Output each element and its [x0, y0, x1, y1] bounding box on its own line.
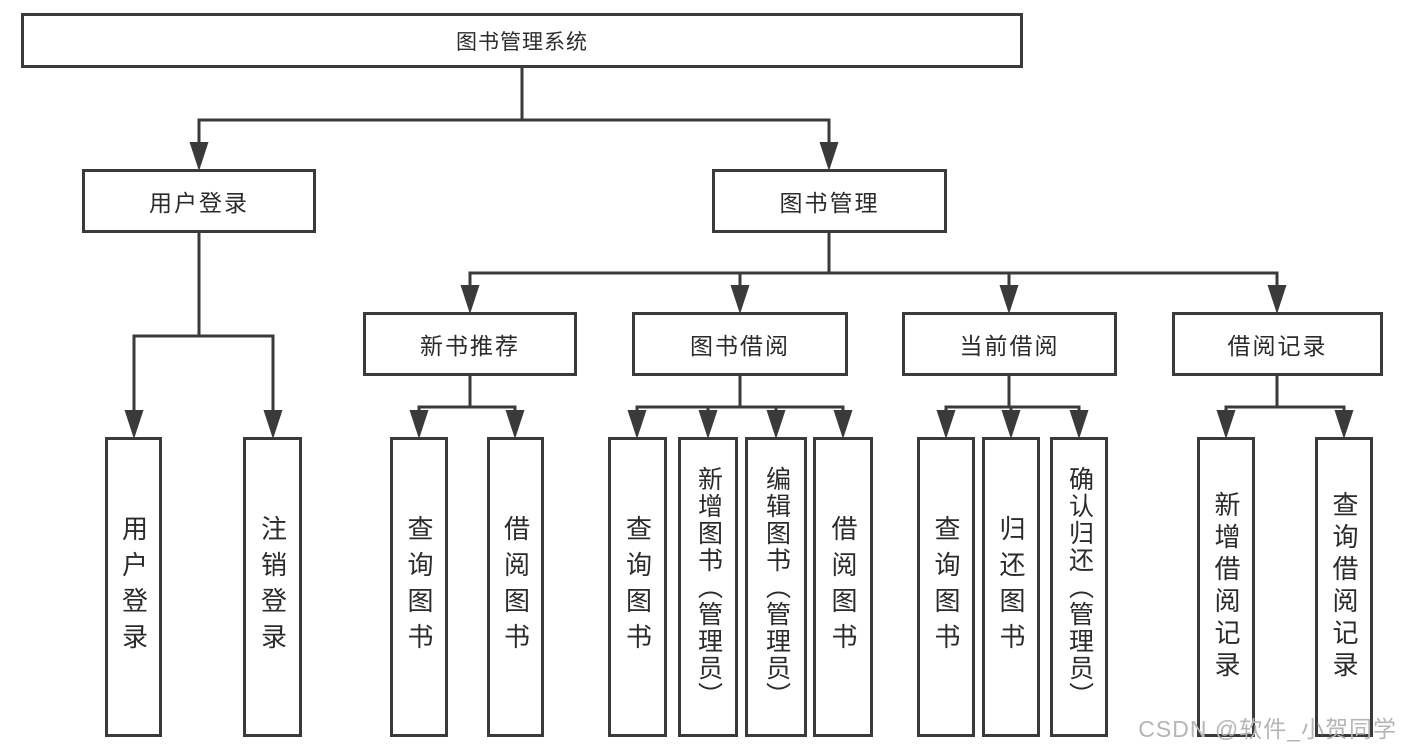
node-logout-action: 注销登录 [243, 437, 302, 737]
node-book-management: 图书管理 [712, 169, 947, 233]
node-query-borrow-record: 查询借阅记录 [1315, 437, 1373, 737]
node-query-books-current: 查询图书 [917, 437, 975, 737]
node-label: 新增图书（管理员） [694, 465, 723, 709]
node-query-books-borrowing: 查询图书 [608, 437, 667, 737]
node-borrowing-records: 借阅记录 [1172, 312, 1383, 376]
node-label: 查询借阅记录 [1329, 491, 1359, 683]
node-current-borrowing: 当前借阅 [902, 312, 1117, 376]
node-label: 查询图书 [404, 515, 434, 659]
node-borrow-books-recommend: 借阅图书 [487, 437, 544, 737]
node-return-books: 归还图书 [982, 437, 1040, 737]
node-label: 新增借阅记录 [1211, 491, 1241, 683]
node-label: 用户登录 [118, 515, 149, 659]
node-label: 借阅图书 [828, 515, 858, 659]
node-book-borrowing: 图书借阅 [632, 312, 848, 376]
node-query-books-recommend: 查询图书 [390, 437, 448, 737]
node-label: 确认归还（管理员） [1065, 465, 1094, 709]
watermark: CSDN @软件_小贺同学 [1138, 716, 1397, 742]
node-label: 查询图书 [931, 515, 961, 659]
node-edit-books-admin: 编辑图书（管理员） [745, 437, 807, 737]
node-label: 编辑图书（管理员） [762, 465, 791, 709]
node-user-login-action: 用户登录 [105, 437, 162, 737]
node-add-borrow-record: 新增借阅记录 [1197, 437, 1255, 737]
node-borrow-books: 借阅图书 [813, 437, 873, 737]
node-add-books-admin: 新增图书（管理员） [678, 437, 738, 737]
node-new-book-recommend: 新书推荐 [363, 312, 577, 376]
node-label: 归还图书 [996, 515, 1026, 659]
node-user-login: 用户登录 [82, 169, 316, 233]
node-label: 注销登录 [257, 515, 288, 659]
node-label: 查询图书 [622, 515, 653, 659]
node-label: 借阅图书 [500, 515, 531, 659]
node-confirm-return-admin: 确认归还（管理员） [1050, 437, 1108, 737]
node-book-management-system: 图书管理系统 [21, 13, 1023, 68]
